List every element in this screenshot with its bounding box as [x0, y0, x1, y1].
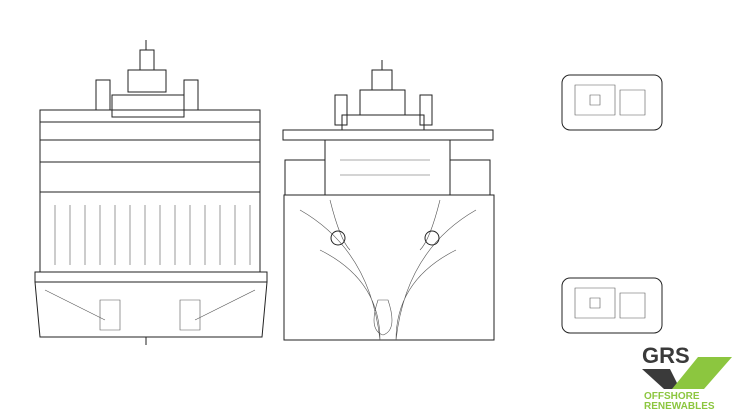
rear-elevation: [282, 60, 495, 341]
front-elevation: [34, 40, 268, 345]
deck-plan-top: [561, 74, 663, 131]
logo-chevrons: [642, 357, 732, 389]
grs-logo: GRS OFFSHORE RENEWABLES: [640, 345, 733, 415]
deck-plan-bottom: [561, 277, 663, 334]
